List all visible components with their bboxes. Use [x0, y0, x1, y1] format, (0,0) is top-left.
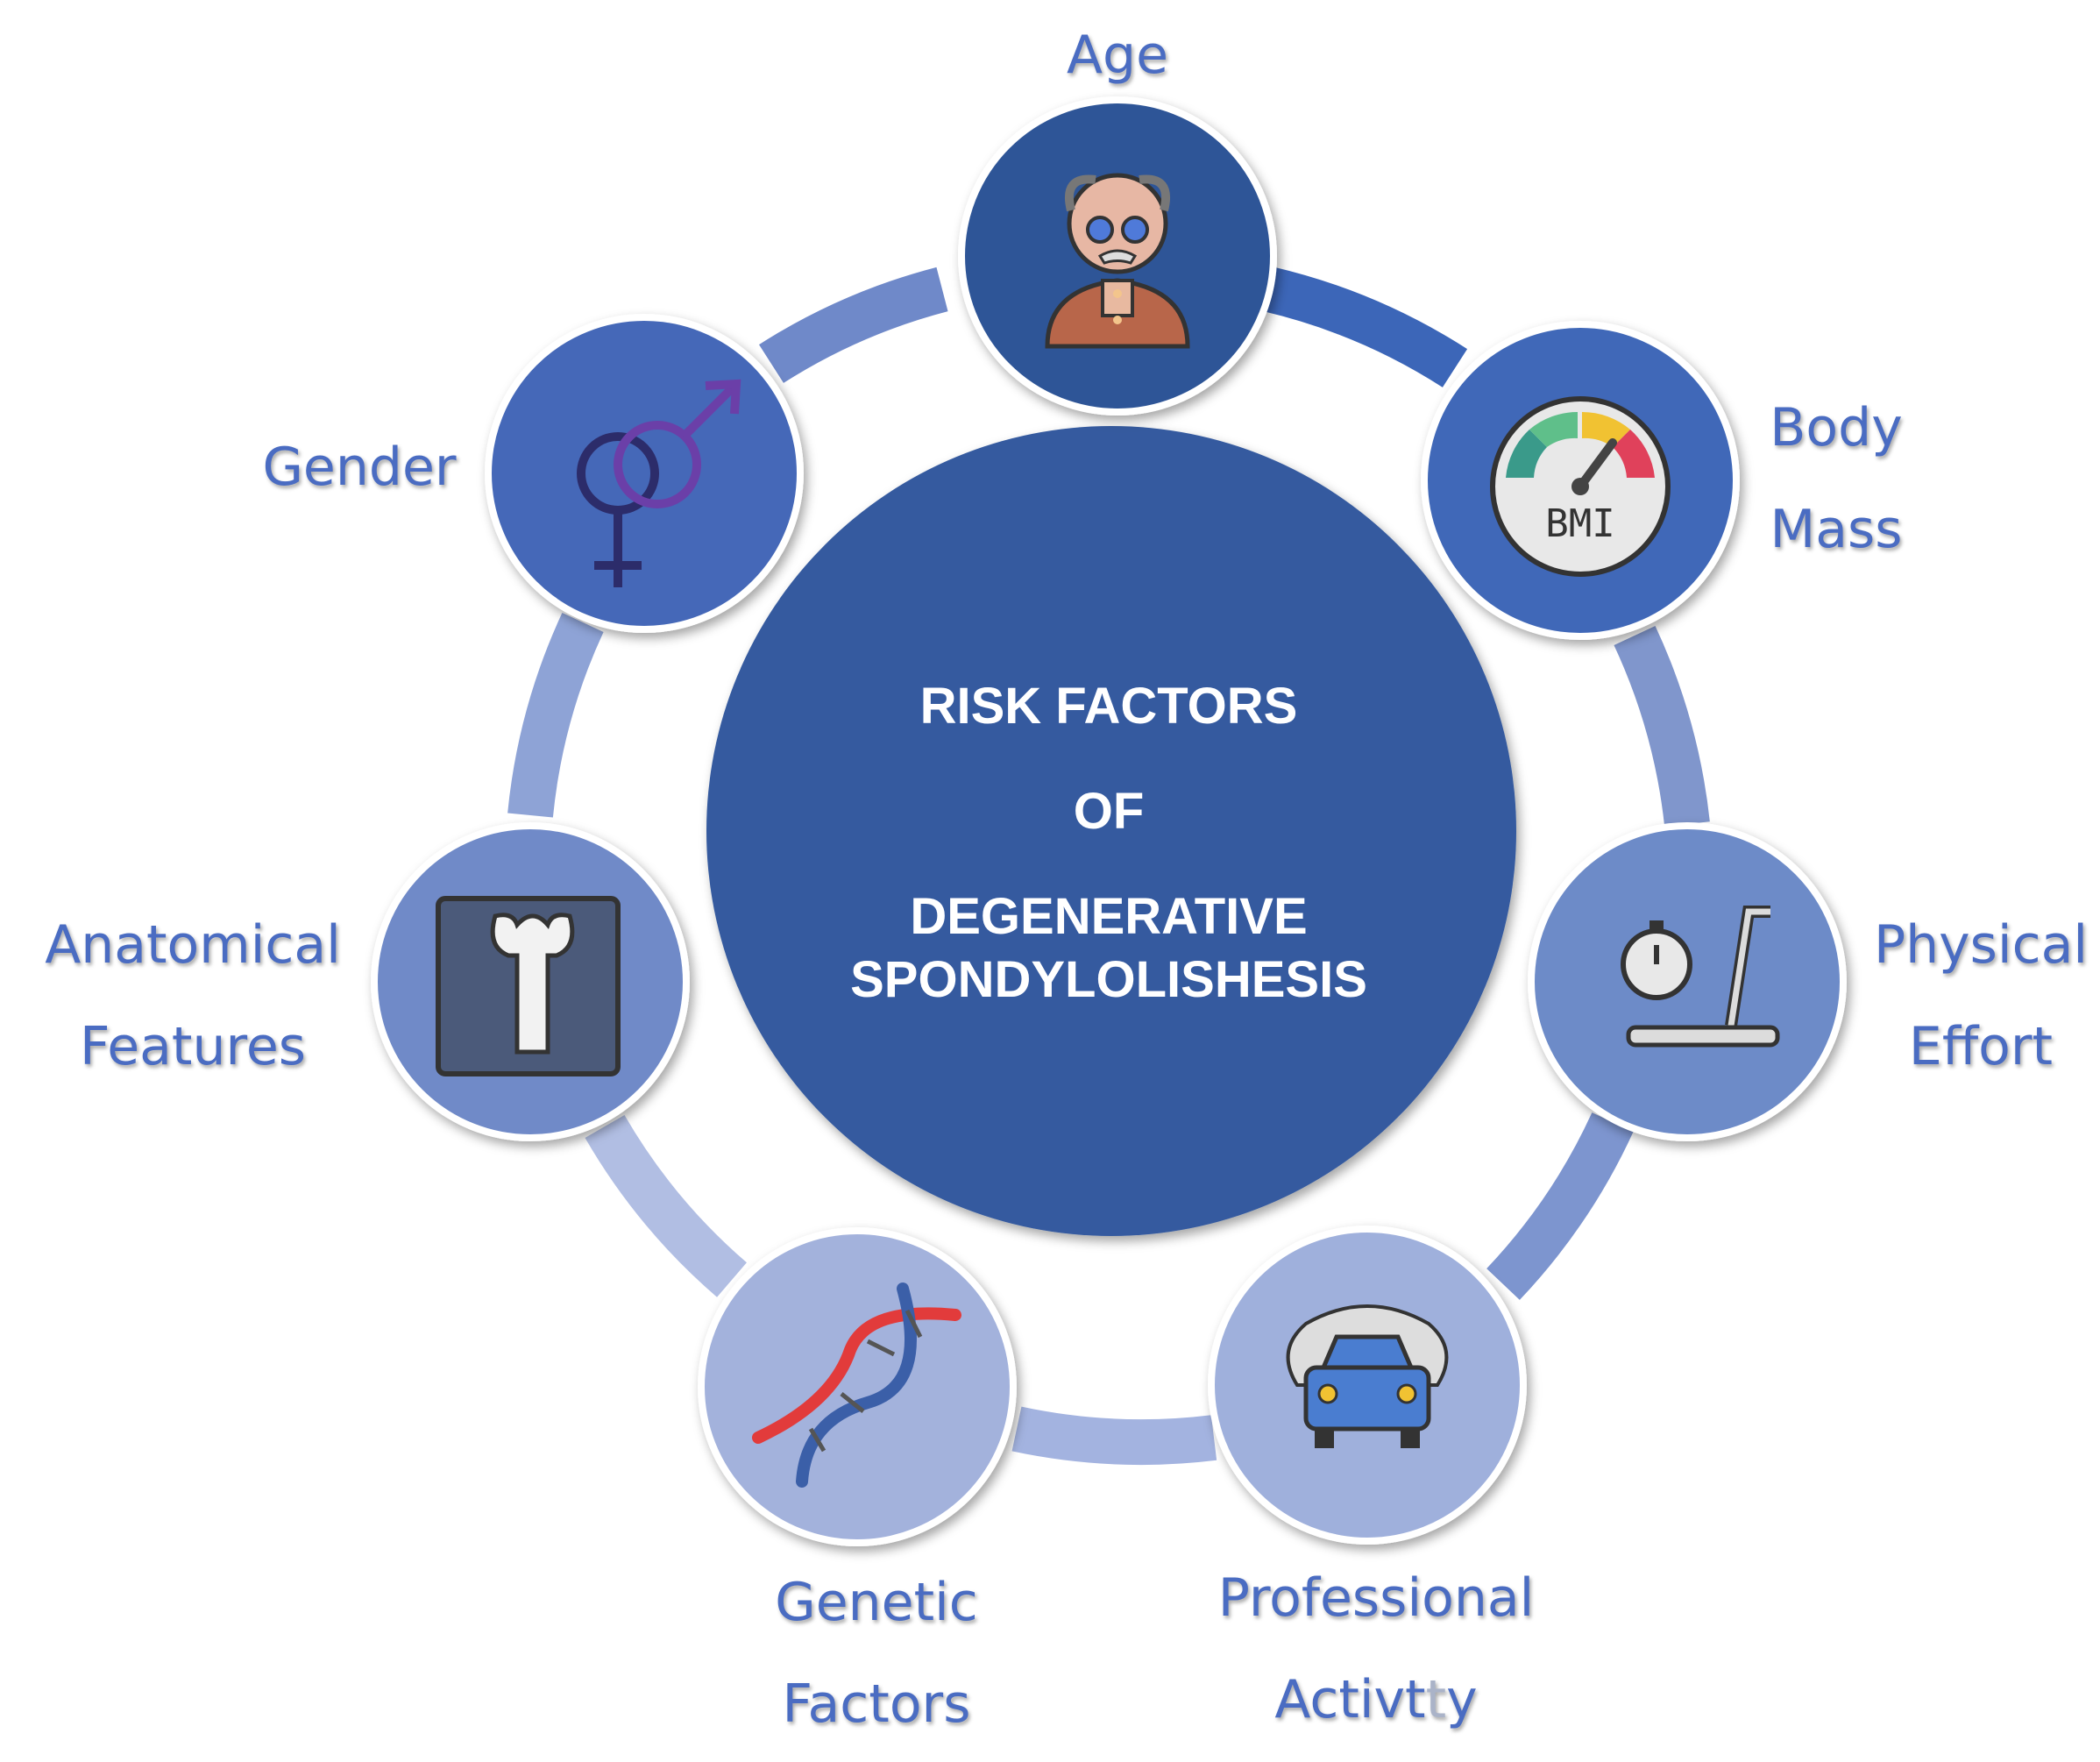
ring-segment-gender-age — [759, 266, 948, 384]
node-age — [958, 96, 1277, 416]
label-age: Age — [1004, 4, 1231, 106]
node-professional-activity — [1208, 1226, 1527, 1545]
ring-segment-bodymass-physical — [1614, 625, 1710, 827]
label-gender-line-1: Gender — [262, 437, 457, 498]
center-circle — [706, 426, 1516, 1236]
label-anatomical-features: Anatomical Features — [26, 894, 359, 1098]
label-professional-activity-line-2-main: Activt — [1274, 1669, 1426, 1730]
ring-segment-age-bodymass — [1263, 266, 1468, 387]
node-gender — [485, 314, 804, 633]
elderly-man-icon — [1045, 173, 1190, 349]
ring-segment-anatomical-gender — [507, 613, 604, 818]
node-genetic-factors — [698, 1227, 1017, 1546]
label-anatomical-features-line-1: Anatomical — [45, 914, 341, 976]
center-title-line-1: RISK FACTORS — [919, 678, 1298, 735]
label-gender: Gender — [245, 416, 473, 518]
treadmill-stopwatch-icon — [1621, 906, 1780, 1048]
label-professional-activity: Professional Activtty — [1192, 1547, 1560, 1751]
label-body-mass: Body Mass — [1740, 377, 1933, 580]
label-age-line-1: Age — [1066, 25, 1169, 86]
car-icon — [1286, 1304, 1449, 1448]
center-title-line-3: DEGENERATIVE — [910, 888, 1308, 945]
ring-segment-professional-genetic — [1011, 1406, 1217, 1466]
xray-bone-icon — [436, 896, 621, 1076]
label-professional-activity-line-2-end: y — [1446, 1669, 1478, 1730]
node-anatomical-features — [371, 822, 690, 1141]
center-title-line-4: SPONDYLOLISHESIS — [850, 951, 1367, 1008]
label-genetic-factors-line-2: Factors — [782, 1673, 971, 1735]
label-body-mass-line-2: Mass — [1770, 499, 1903, 560]
label-genetic-factors-line-1: Genetic — [775, 1572, 978, 1633]
label-physical-effort-line-2: Effort — [1908, 1016, 2054, 1077]
label-professional-activity-faded-letter: t — [1425, 1669, 1447, 1730]
dna-icon — [752, 1282, 961, 1488]
label-genetic-factors: Genetic Factors — [754, 1552, 999, 1755]
center-title: RISK FACTORS OF DEGENERATIVE SPONDYLOLIS… — [701, 675, 1516, 1012]
label-professional-activity-line-1: Professional — [1217, 1567, 1535, 1629]
center-title-line-2: OF — [1073, 783, 1145, 840]
gender-symbols-icon — [577, 379, 741, 587]
ring-segment-genetic-anatomical — [585, 1114, 748, 1297]
bmi-gauge-icon: BMI — [1490, 396, 1671, 577]
label-physical-effort: Physical Effort — [1858, 894, 2100, 1098]
svg-text:BMI: BMI — [1545, 501, 1614, 546]
label-physical-effort-line-1: Physical — [1873, 914, 2089, 976]
node-body-mass: BMI — [1421, 321, 1740, 640]
label-anatomical-features-line-2: Features — [80, 1016, 306, 1077]
ring-segment-physical-professional — [1486, 1112, 1634, 1300]
ring-connector — [507, 266, 1710, 1466]
label-body-mass-line-1: Body — [1770, 397, 1903, 458]
node-physical-effort — [1528, 822, 1847, 1141]
label-professional-activity-line-2: Activtty — [1192, 1649, 1560, 1751]
